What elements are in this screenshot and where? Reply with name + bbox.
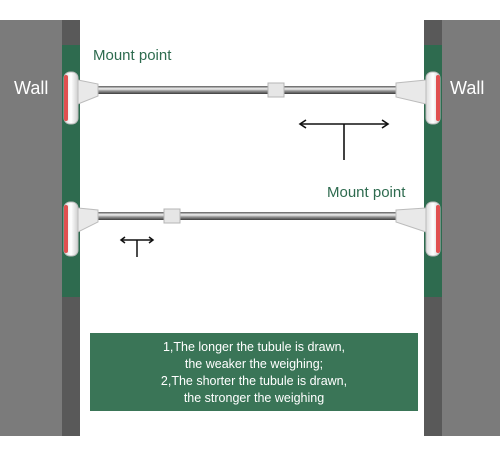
top-rod-joint [267,82,285,98]
bottom-tension-rod [63,201,441,257]
large-force-arrow [298,119,390,160]
top-left-end-cap [63,71,99,125]
wall-label-left: Wall [14,78,49,98]
bottom-left-end-cap [63,201,99,257]
bottom-right-end-cap [395,201,441,257]
mount-point-label-top: Mount point [93,47,172,64]
wall-label-right: Wall [450,78,485,98]
info-line-2: the weaker the weighing; [184,357,324,371]
info-line-3: 2,The shorter the tubule is drawn, [160,374,348,388]
right-wall [441,20,500,436]
top-right-end-cap [395,71,441,125]
bottom-rod-joint [163,208,181,224]
info-box: 1,The longer the tubule is drawn, the we… [90,333,418,411]
top-tension-rod [63,71,441,125]
mount-point-label-bottom: Mount point [327,184,406,201]
small-force-arrow [119,236,155,257]
bottom-rod-tube [95,212,413,220]
left-wall [0,20,66,436]
top-rod-tube [95,86,413,94]
info-line-1: 1,The longer the tubule is drawn, [162,340,346,354]
info-line-4: the stronger the weighing [183,391,325,405]
